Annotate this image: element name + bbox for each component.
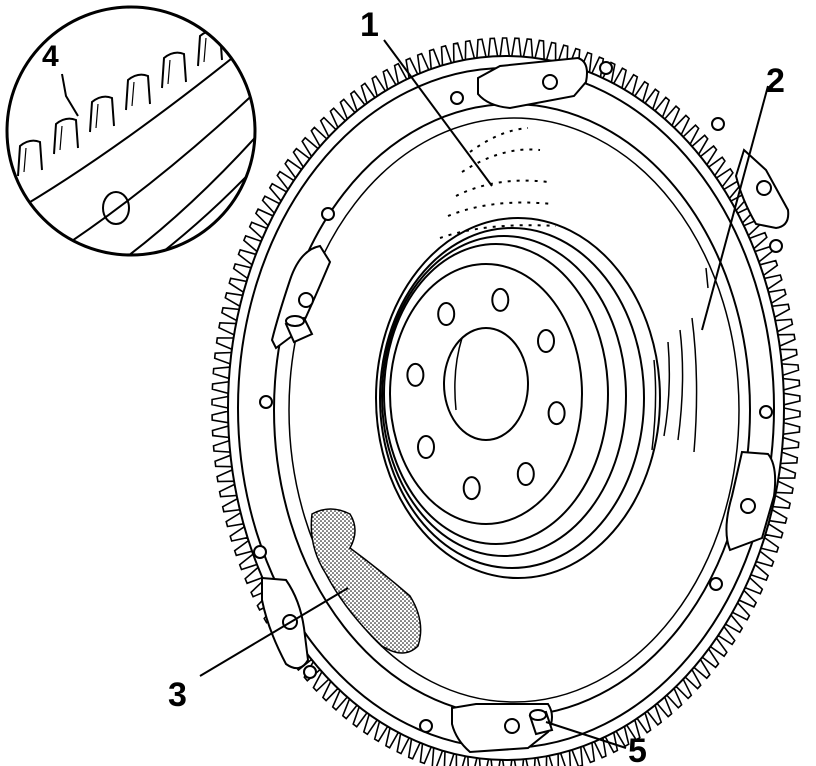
plate-hole bbox=[711, 117, 725, 131]
hub-bolt-hole bbox=[437, 302, 456, 326]
inset-tooth-shading bbox=[239, 15, 243, 41]
hub-bolt-hole bbox=[406, 362, 425, 387]
plate-hole bbox=[321, 207, 335, 221]
inset-gear-tooth bbox=[161, 51, 187, 89]
inset-face-edge-2 bbox=[119, 129, 255, 255]
inset-tooth-shading bbox=[203, 37, 207, 63]
lug-bolt-hole bbox=[740, 498, 756, 514]
plate-hole bbox=[259, 395, 273, 409]
bore-depth bbox=[454, 337, 463, 411]
plate-hole bbox=[769, 239, 783, 253]
inset-bolt-hole bbox=[102, 191, 130, 225]
plate-hole bbox=[253, 545, 267, 559]
hub-bolt-hole bbox=[462, 476, 481, 501]
leader-1 bbox=[383, 39, 493, 187]
plate-hole bbox=[759, 405, 773, 419]
leader-lines bbox=[61, 39, 769, 749]
pressure-plate-lugs bbox=[261, 56, 790, 754]
hub-bolt-hole bbox=[516, 462, 535, 486]
callout-4: 4 bbox=[42, 40, 59, 73]
inset-tooth-shading bbox=[23, 147, 27, 173]
plate-hole bbox=[709, 577, 723, 591]
hub-bolt-hole bbox=[417, 435, 435, 459]
crankshaft-bore bbox=[443, 327, 529, 441]
lug-bolt-hole bbox=[542, 74, 558, 90]
hub-bolt-hole bbox=[537, 329, 555, 353]
inset-gear-tooth bbox=[125, 73, 151, 111]
mounting-lug bbox=[725, 450, 777, 552]
plate-hole bbox=[419, 719, 433, 733]
inset-tooth-shading bbox=[95, 103, 99, 129]
hub-step-4 bbox=[383, 243, 609, 545]
crankshaft-bolt-holes bbox=[406, 287, 566, 501]
hub-bolt-hole bbox=[491, 287, 510, 312]
plate-hole bbox=[303, 665, 317, 679]
dowel-pin bbox=[284, 315, 314, 344]
inset-tooth-shading bbox=[167, 59, 171, 85]
mounting-lug bbox=[451, 703, 553, 754]
inset-gear-tooth bbox=[53, 117, 79, 155]
hub-bolt-hole bbox=[547, 401, 566, 426]
plate-hole bbox=[450, 91, 464, 105]
inset-circle bbox=[5, 5, 257, 257]
scoring-lines bbox=[651, 267, 709, 453]
pressure-plate-holes bbox=[253, 61, 783, 733]
inset-tooth-shading bbox=[59, 125, 63, 151]
inset-ring-edge bbox=[9, 33, 255, 215]
leader-4 bbox=[61, 73, 79, 117]
inset-gear-tooth bbox=[233, 7, 255, 45]
callout-5: 5 bbox=[628, 732, 647, 766]
leader-3 bbox=[199, 587, 349, 677]
leader-2 bbox=[701, 85, 769, 331]
friction-face-inner bbox=[288, 117, 740, 703]
mounting-lug bbox=[477, 56, 588, 110]
hub-face bbox=[389, 263, 583, 525]
hot-spot bbox=[310, 508, 422, 654]
inset-tooth-shading bbox=[131, 81, 135, 107]
lug-bolt-hole bbox=[298, 292, 314, 308]
callout-3: 3 bbox=[168, 676, 187, 714]
dowel-pins bbox=[284, 315, 554, 736]
leader-5 bbox=[545, 721, 627, 749]
plate-hole bbox=[599, 61, 613, 75]
lug-bolt-hole bbox=[504, 718, 520, 734]
inset-gear-tooth bbox=[17, 139, 43, 177]
hub-step-2 bbox=[379, 227, 645, 569]
callout-1: 1 bbox=[360, 6, 379, 44]
lug-bolt-hole bbox=[756, 180, 772, 196]
heat-check-marks bbox=[439, 127, 557, 239]
hub-step-3 bbox=[381, 235, 627, 557]
dowel-pin-5 bbox=[528, 709, 554, 736]
callout-2: 2 bbox=[766, 62, 785, 100]
inset-gear-tooth bbox=[89, 95, 115, 133]
flywheel-hub bbox=[375, 217, 661, 579]
